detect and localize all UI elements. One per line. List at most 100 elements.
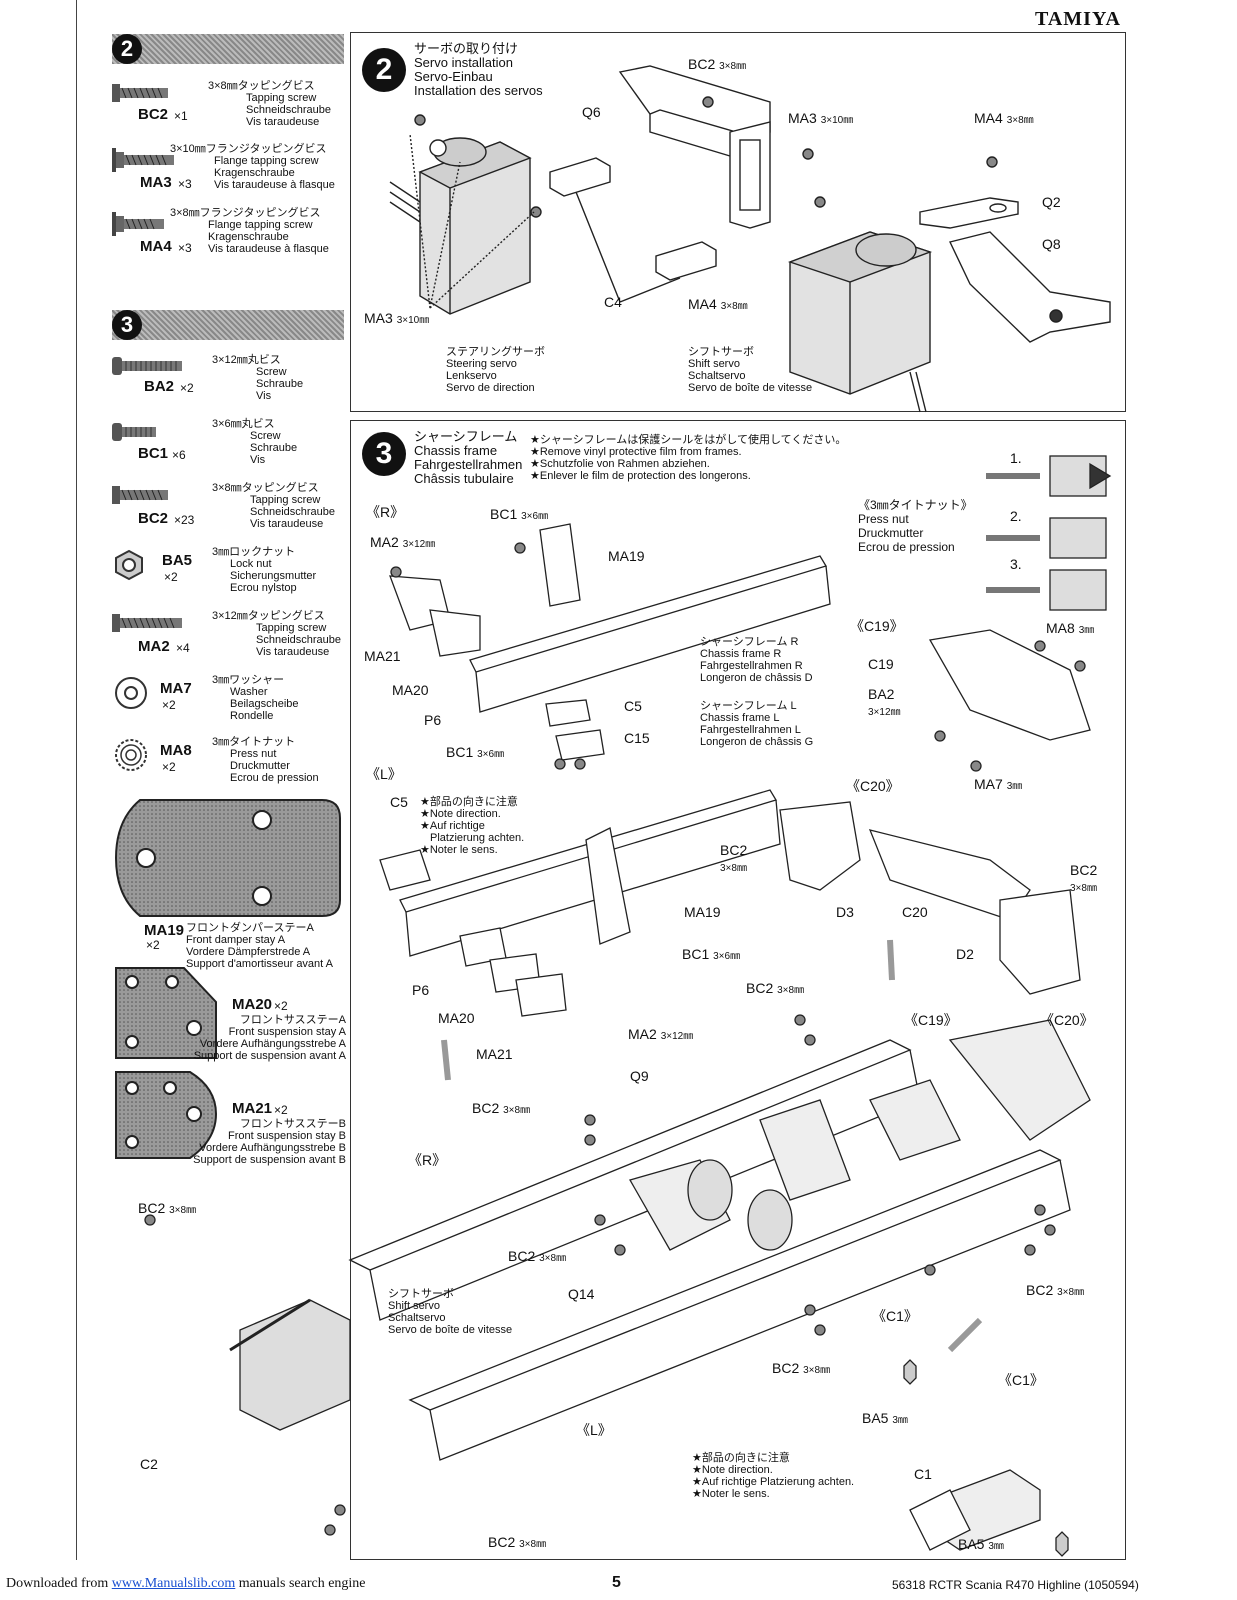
part-qty: ×2 (162, 760, 176, 774)
part-size: 3×8㎜ (1057, 1287, 1085, 1298)
document-code: 56318 RCTR Scania R470 Highline (1050594… (892, 1578, 1139, 1592)
part-name-fr: Vis (250, 454, 266, 466)
part-code: BA5 (958, 1536, 985, 1552)
servo-installation-diagram (389, 65, 1111, 413)
press-nut-step3: 3. (1010, 556, 1022, 572)
part-name-de: Vordere Aufhängungsstrebe A (199, 1038, 346, 1050)
part-name-jp: 3×10㎜フランジタッピングビス (170, 143, 327, 155)
part-name-en: Lock nut (230, 558, 272, 570)
part-name-fr: Vis taraudeuse (250, 518, 324, 530)
screw-icon (112, 614, 182, 632)
part-code: MA4 (974, 110, 1003, 126)
step2-title: サーボの取り付け Servo installation Servo-Einbau… (414, 42, 543, 98)
part-name-de: Kragenschraube (208, 231, 289, 243)
part-code: MA20 (232, 996, 273, 1013)
part-code: MA19 (684, 904, 721, 920)
part-code: BA5 (862, 1410, 889, 1426)
step3-number: 3 (362, 432, 406, 476)
machine-screw-icon (112, 357, 182, 375)
part-code: MA8 (1046, 620, 1075, 636)
part-size: 3×6㎜ (713, 951, 741, 962)
part-code: P6 (424, 712, 442, 728)
part-name-de: Schneidschraube (246, 104, 332, 116)
step2-panel (350, 32, 1126, 412)
press-nut-step2: 2. (1010, 508, 1022, 524)
part-qty: ×23 (174, 513, 195, 527)
part-code: P6 (412, 982, 430, 998)
part-name-en: Front suspension stay A (228, 1026, 346, 1038)
part-code: MA4 (140, 238, 172, 255)
suspension-stay-b-plate-icon (115, 1071, 218, 1159)
part-qty: ×2 (180, 381, 194, 395)
part-code: BC1 (490, 506, 518, 522)
press-nut-icon (115, 739, 147, 771)
part-code: MA19 (144, 922, 185, 939)
manualslib-link[interactable]: www.Manualslib.com (111, 1576, 236, 1591)
press-nut-caption: 《3㎜タイトナット》 Press nut Druckmutter Ecrou d… (858, 498, 973, 554)
part-name-jp: 3㎜ロックナット (212, 546, 296, 558)
part-code: Q6 (582, 104, 601, 120)
part-size: 3×8㎜ (519, 1539, 547, 1550)
part-name-fr: Ecrou de pression (230, 772, 319, 784)
part-code: C20 (902, 904, 928, 920)
part-code: BC2 (772, 1360, 800, 1376)
steering-servo-caption: ステアリングサーボ Steering servo Lenkservo Servo… (446, 346, 545, 394)
part-name-de: Kragenschraube (214, 167, 295, 179)
part-code: C15 (624, 730, 650, 746)
part-code: BA5 (162, 552, 193, 569)
part-name-fr: Support d'amortisseur avant A (186, 958, 334, 970)
part-code: BC2 (138, 106, 169, 123)
part-code: BC1 (138, 445, 169, 462)
part-code: BC1 (446, 744, 474, 760)
part-name-fr: Rondelle (230, 710, 274, 722)
part-qty: ×2 (162, 698, 176, 712)
part-qty: ×4 (176, 641, 190, 655)
part-name-de: Vordere Dämpferstrede A (186, 946, 311, 958)
part-name-de: Schraube (256, 378, 304, 390)
part-size: 3×12㎜ (402, 539, 436, 550)
washer-icon (115, 677, 147, 709)
title-fr: Installation des servos (414, 83, 543, 98)
part-name-de: Sicherungsmutter (230, 570, 317, 582)
margin-line (76, 0, 77, 1560)
sidebar-step2-bar (112, 34, 344, 64)
shift-servo-caption-chassis: シフトサーボ Shift servo Schaltservo Servo de … (388, 1288, 513, 1336)
part-code: MA7 (160, 680, 192, 697)
part-code: MA3 (788, 110, 817, 126)
part-name-en: Screw (256, 366, 287, 378)
part-size: 3×8㎜ (503, 1105, 531, 1116)
part-code: C2 (140, 1456, 158, 1472)
part-qty: ×2 (146, 938, 160, 952)
sidebar-step3-bar (112, 310, 344, 340)
c1-tag: 《C1》 (872, 1308, 918, 1324)
sidebar-step3-number: 3 (112, 310, 142, 340)
part-code: MA2 (628, 1026, 657, 1042)
part-size: 3㎜ (1078, 625, 1095, 636)
part-code: Q2 (1042, 194, 1061, 210)
frame-l2-tag: 《L》 (576, 1422, 612, 1438)
damper-stay-plate-icon (114, 799, 341, 917)
part-name-jp: 3×8㎜タッピングビス (212, 482, 319, 494)
part-code: MA4 (688, 296, 717, 312)
part-name-en: Tapping screw (250, 494, 321, 506)
part-code: MA19 (608, 548, 645, 564)
machine-screw-icon (112, 423, 156, 441)
part-size: 3×8㎜ (539, 1253, 567, 1264)
part-code: MA21 (476, 1046, 513, 1062)
part-code: Q14 (568, 1286, 595, 1302)
part-code: Q8 (1042, 236, 1061, 252)
c20-tag: 《C20》 (846, 778, 900, 794)
part-name-fr: Support de suspension avant B (193, 1154, 346, 1166)
flange-screw-icon (112, 212, 164, 236)
title-jp: サーボの取り付け (414, 41, 519, 56)
part-code: C19 (868, 656, 894, 672)
part-code: C5 (390, 794, 408, 810)
step3-title: シャーシフレーム Chassis frame Fahrgestellrahmen… (414, 429, 523, 486)
part-size: 3×6㎜ (477, 749, 505, 760)
title-en: Servo installation (414, 55, 513, 70)
part-code: MA20 (438, 1010, 475, 1026)
suspension-stay-a-plate-icon (115, 967, 217, 1059)
part-qty: ×1 (174, 109, 188, 123)
brand-logo: TAMIYA (1034, 8, 1121, 30)
part-name-en: Flange tapping screw (214, 155, 319, 167)
